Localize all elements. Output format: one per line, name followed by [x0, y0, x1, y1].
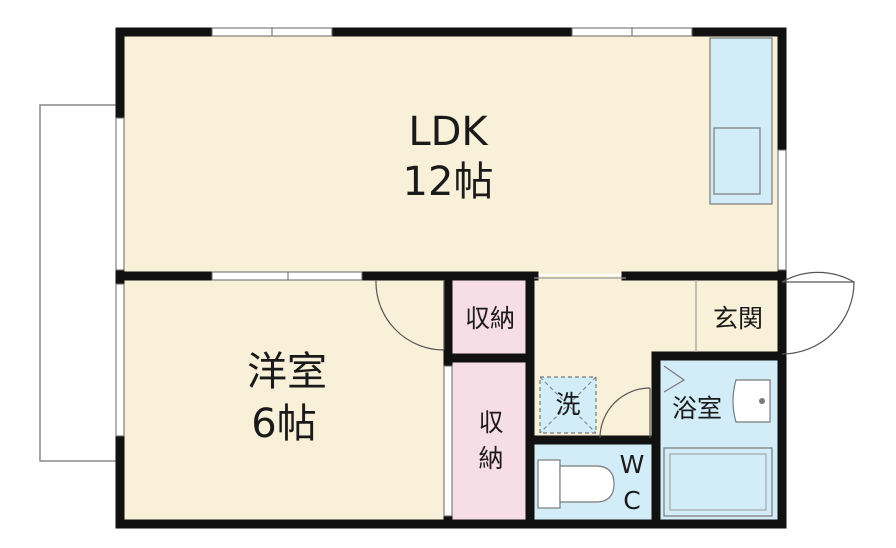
ldk-floor [124, 32, 778, 274]
storage-top-label: 収納 [464, 304, 515, 333]
ldk-size: 12帖 [402, 159, 494, 205]
washer-label: 洗 [555, 390, 581, 419]
storage-side-floor [452, 362, 528, 520]
hall-floor [534, 276, 778, 356]
storage-side-label-2: 納 [478, 444, 504, 473]
ldk-name: LDK [408, 109, 488, 155]
toilet-label-1: W [619, 450, 645, 479]
entrance-label: 玄関 [712, 304, 763, 333]
windows [115, 27, 787, 517]
toilet-icon [537, 459, 615, 509]
western-room-name: 洋室 [247, 349, 327, 395]
balcony [39, 104, 121, 462]
bath-label: 浴室 [671, 394, 722, 423]
storage-top-floor [452, 280, 528, 356]
bathtub-icon [663, 447, 773, 517]
kitchen-sink-icon [713, 127, 761, 195]
western-room-floor [124, 280, 446, 520]
bath-sink-icon [732, 379, 771, 423]
doors [375, 271, 855, 439]
storage-side-label-1: 収 [478, 408, 504, 437]
western-room-size: 6帖 [251, 401, 317, 447]
toilet-label-2: C [623, 486, 641, 515]
